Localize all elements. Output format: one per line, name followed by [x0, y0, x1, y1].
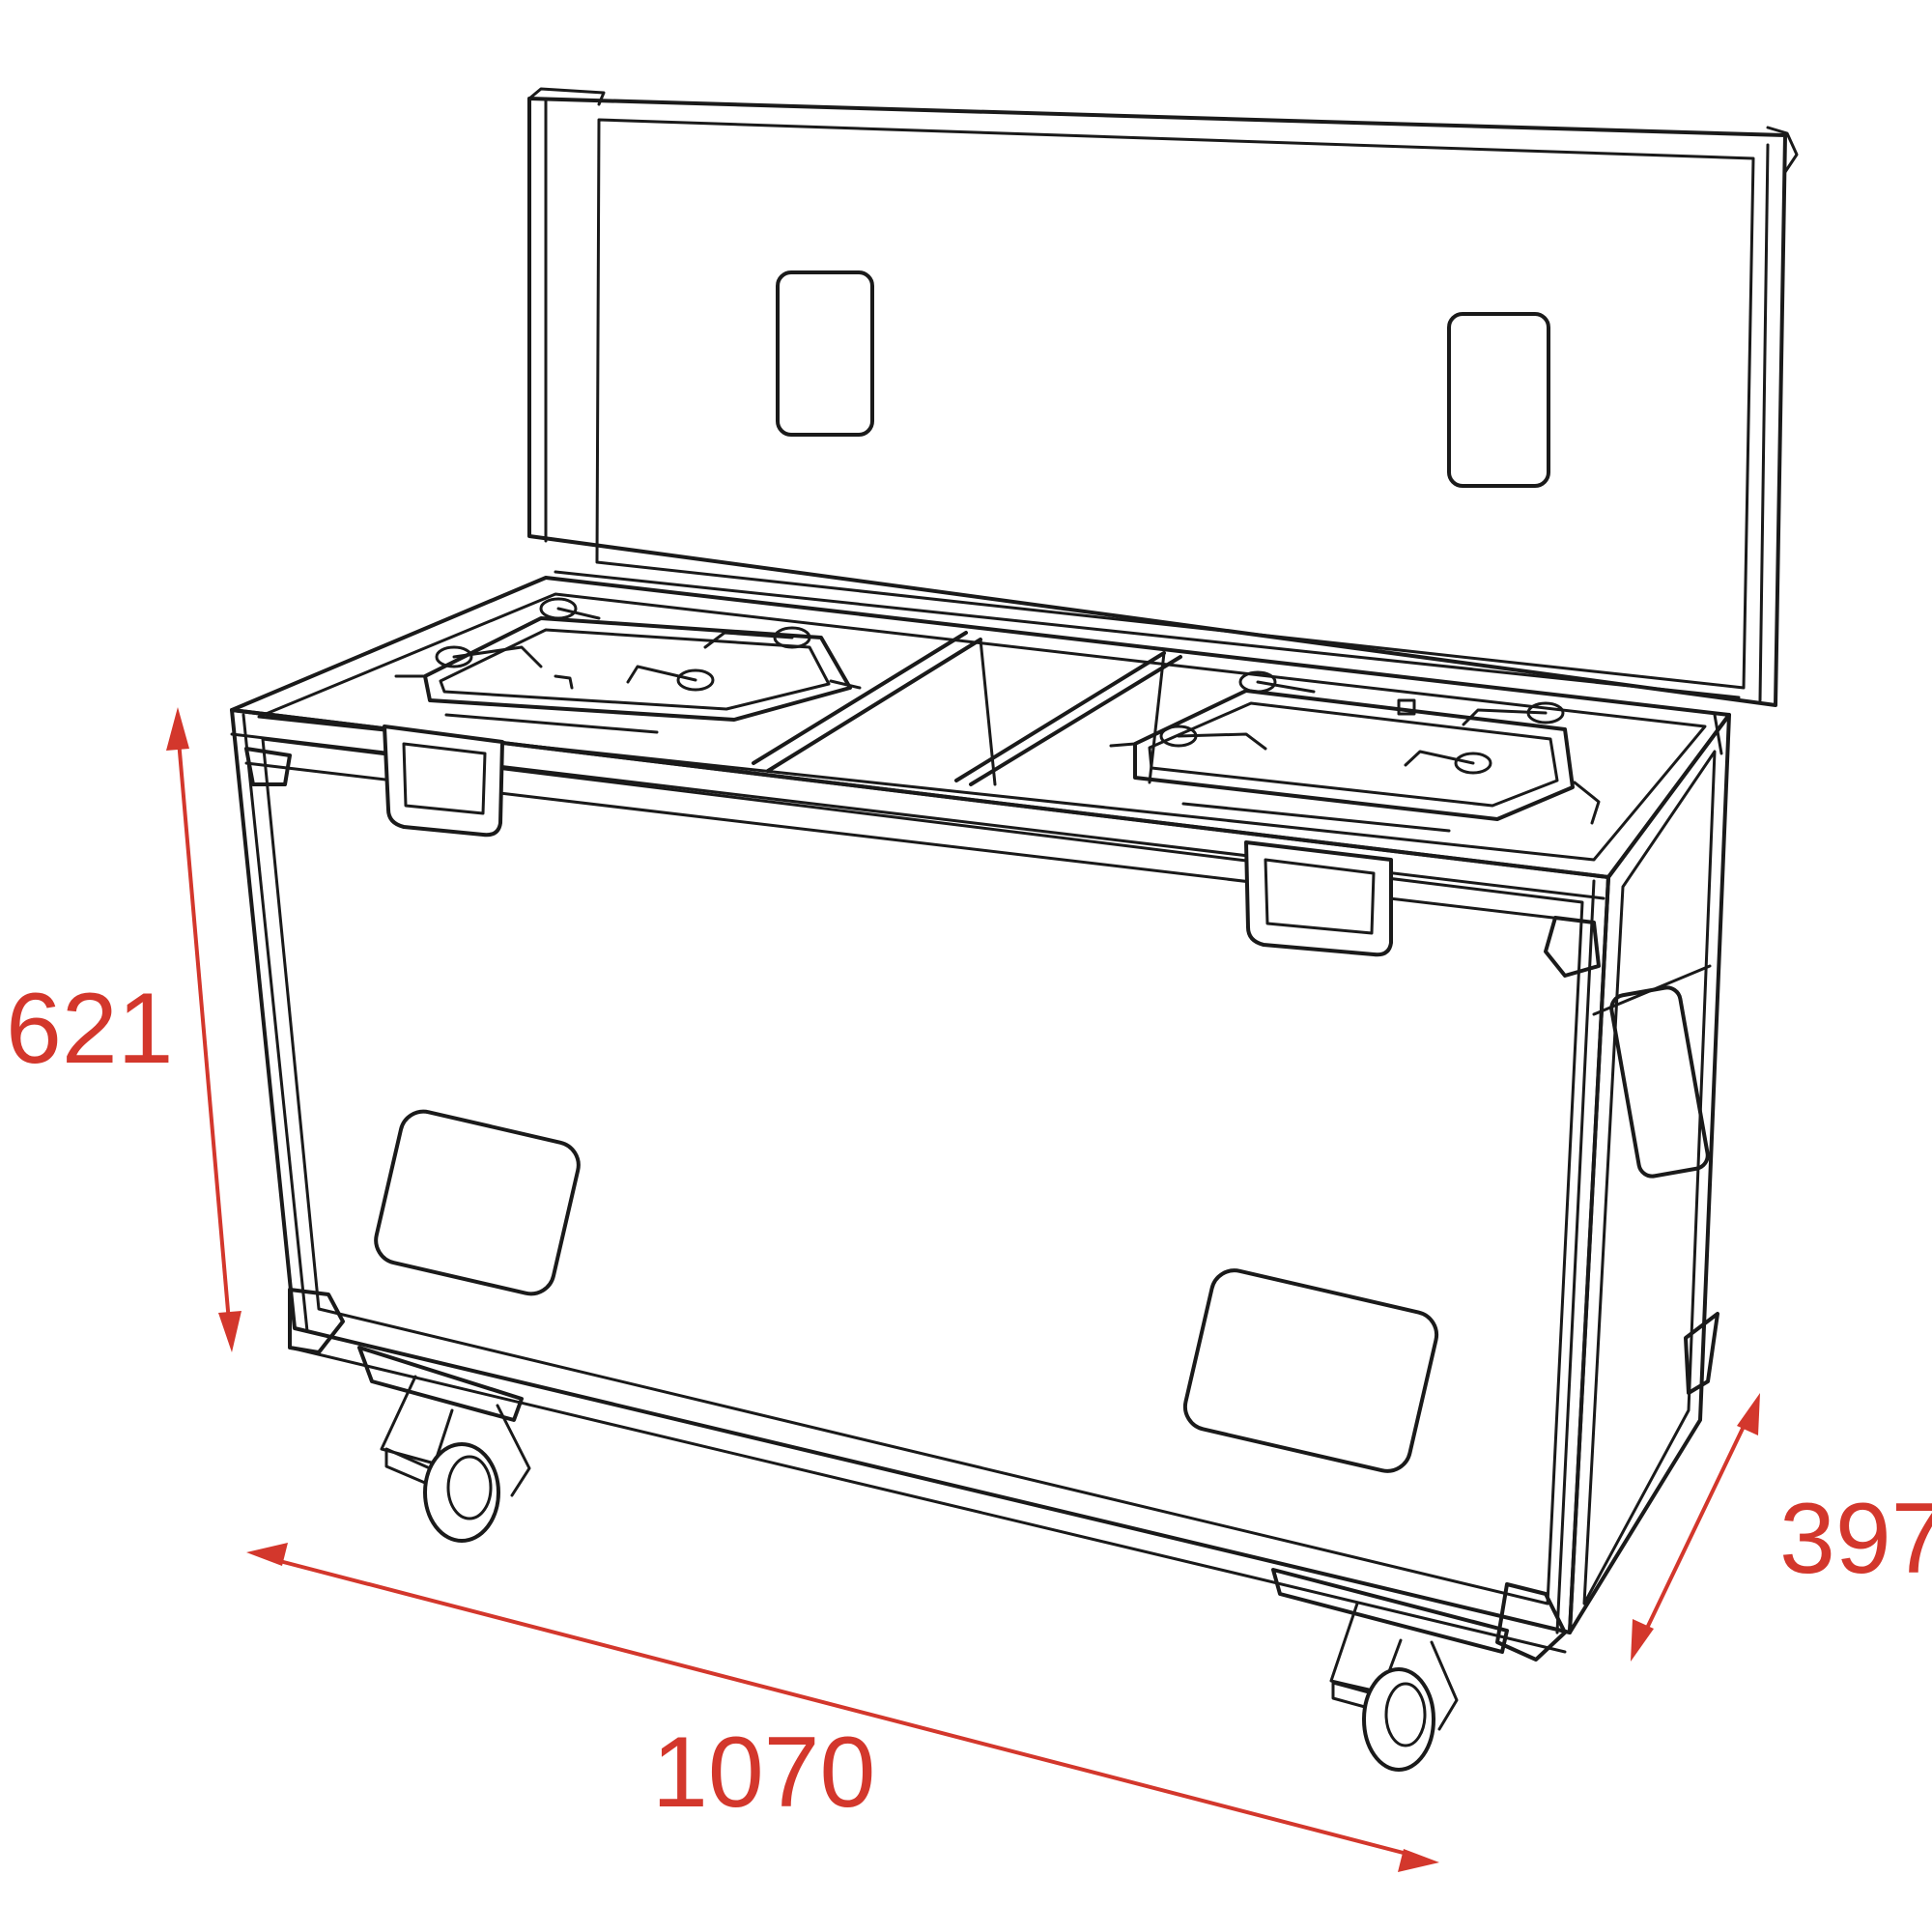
dimension-height: 621 — [6, 707, 242, 1352]
castor-front-right — [1271, 1568, 1509, 1772]
clamp-plate-left — [394, 597, 862, 722]
case-body-side — [1568, 713, 1731, 1634]
latch-left — [383, 724, 504, 838]
case-lid — [527, 87, 1799, 707]
grip-side — [1609, 985, 1710, 1179]
latch-right — [1244, 840, 1393, 957]
lid-pad-right — [1447, 312, 1550, 488]
clamp-plate-right — [1109, 670, 1601, 825]
grip-front-left — [374, 1109, 581, 1296]
dimension-height-label: 621 — [6, 973, 174, 1085]
dimension-depth: 397 — [1631, 1393, 1932, 1662]
dimension-width-label: 1070 — [652, 1717, 875, 1829]
lid-pad-left — [776, 270, 874, 437]
grip-front-right — [1182, 1268, 1439, 1473]
dimension-depth-label: 397 — [1779, 1483, 1932, 1595]
castor-front-left — [357, 1346, 531, 1543]
dimension-width: 1070 — [246, 1543, 1439, 1872]
